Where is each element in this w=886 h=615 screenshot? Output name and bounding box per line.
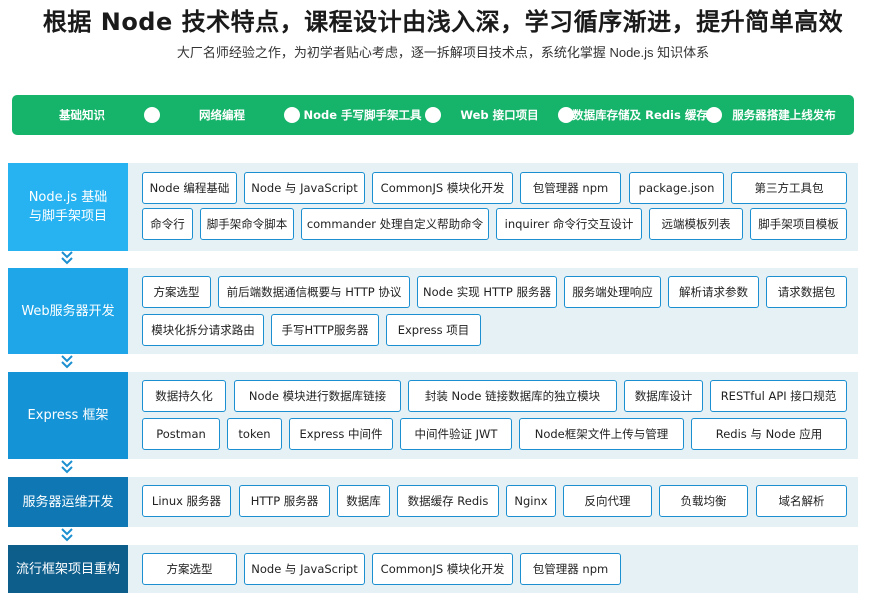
topic-chip[interactable]: CommonJS 模块化开发 (372, 172, 513, 204)
row-label: Express 框架 (8, 372, 128, 459)
topic-chip[interactable]: 前后端数据通信概要与 HTTP 协议 (218, 276, 410, 308)
topic-chip[interactable]: 域名解析 (756, 485, 847, 517)
topic-chip[interactable]: 第三方工具包 (731, 172, 847, 204)
topic-chip[interactable]: 包管理器 npm (520, 553, 621, 585)
topic-chip[interactable]: Linux 服务器 (142, 485, 231, 517)
topic-chip[interactable]: 方案选型 (142, 553, 237, 585)
course-step-bar: 基础知识 网络编程 Node 手写脚手架工具 Web 接口项目 数据库存储及 R… (12, 95, 854, 135)
topic-chip[interactable]: 数据库设计 (624, 380, 703, 412)
topic-chip[interactable]: token (227, 418, 282, 450)
row-topics-panel: 方案选型 Node 与 JavaScript CommonJS 模块化开发 包管… (128, 545, 858, 593)
chevron-down-icon (61, 251, 73, 265)
step-network[interactable]: 网络编程 (152, 95, 292, 135)
topic-chip[interactable]: 方案选型 (142, 276, 211, 308)
topic-chip[interactable]: 解析请求参数 (668, 276, 759, 308)
topic-chip[interactable]: 数据持久化 (142, 380, 226, 412)
topic-chip[interactable]: Node 模块进行数据库链接 (234, 380, 401, 412)
topic-chip[interactable]: Redis 与 Node 应用 (691, 418, 847, 450)
row-topics-panel: Linux 服务器 HTTP 服务器 数据库 数据缓存 Redis Nginx … (128, 477, 858, 527)
step-label: 网络编程 (199, 107, 245, 123)
topic-chip[interactable]: 数据库 (337, 485, 390, 517)
topic-chip[interactable]: CommonJS 模块化开发 (372, 553, 513, 585)
topic-chip[interactable]: 请求数据包 (766, 276, 847, 308)
topic-chip[interactable]: 服务端处理响应 (564, 276, 661, 308)
topic-chip[interactable]: 远端模板列表 (649, 208, 743, 240)
topic-chip[interactable]: Express 中间件 (289, 418, 393, 450)
step-web-api[interactable]: Web 接口项目 (433, 95, 566, 135)
step-deploy[interactable]: 服务器搭建上线发布 (714, 95, 854, 135)
row-label-line: Node.js 基础 (29, 188, 108, 207)
step-dot-icon (284, 107, 300, 123)
topic-chip[interactable]: 手写HTTP服务器 (271, 314, 379, 346)
topic-chip[interactable]: 脚手架项目模板 (750, 208, 847, 240)
chevron-down-icon (61, 355, 73, 369)
topic-chip[interactable]: Node 与 JavaScript (244, 553, 365, 585)
row-label-line: 与脚手架项目 (29, 207, 108, 226)
topic-chip[interactable]: HTTP 服务器 (239, 485, 330, 517)
step-dot-icon (425, 107, 441, 123)
topic-chip[interactable]: Postman (142, 418, 220, 450)
row-label: Web服务器开发 (8, 268, 128, 354)
topic-chip[interactable]: 负载均衡 (659, 485, 748, 517)
module-row-server-ops: 服务器运维开发 Linux 服务器 HTTP 服务器 数据库 数据缓存 Redi… (8, 477, 858, 527)
module-row-web-server: Web服务器开发 方案选型 前后端数据通信概要与 HTTP 协议 Node 实现… (8, 268, 858, 354)
step-label: 数据库存储及 Redis 缓存 (572, 107, 708, 123)
topic-chip[interactable]: commander 处理自定义帮助命令 (301, 208, 489, 240)
chevron-down-icon (61, 528, 73, 542)
row-topics-panel: 方案选型 前后端数据通信概要与 HTTP 协议 Node 实现 HTTP 服务器… (128, 268, 858, 354)
step-label: Web 接口项目 (460, 107, 538, 123)
step-basics[interactable]: 基础知识 (12, 95, 152, 135)
module-row-express: Express 框架 数据持久化 Node 模块进行数据库链接 封装 Node … (8, 372, 858, 459)
topic-chip[interactable]: 反向代理 (563, 485, 652, 517)
row-label: Node.js 基础与脚手架项目 (8, 163, 128, 251)
topic-chip[interactable]: package.json (629, 172, 724, 204)
topic-chip[interactable]: 模块化拆分请求路由 (142, 314, 264, 346)
topic-chip[interactable]: Node 与 JavaScript (244, 172, 365, 204)
step-label: Node 手写脚手架工具 (303, 107, 421, 123)
topic-chip[interactable]: Node 编程基础 (142, 172, 237, 204)
step-dot-icon (558, 107, 574, 123)
row-label-line: 流行框架项目重构 (16, 560, 120, 579)
topic-chip[interactable]: 命令行 (142, 208, 193, 240)
step-scaffold[interactable]: Node 手写脚手架工具 (292, 95, 433, 135)
topic-chip[interactable]: 数据缓存 Redis (397, 485, 499, 517)
step-dot-icon (144, 107, 160, 123)
page-title: 根据 Node 技术特点，课程设计由浅入深，学习循序渐进，提升简单高效 (0, 2, 886, 37)
step-database[interactable]: 数据库存储及 Redis 缓存 (566, 95, 714, 135)
topic-chip[interactable]: Nginx (506, 485, 556, 517)
row-topics-panel: Node 编程基础 Node 与 JavaScript CommonJS 模块化… (128, 163, 858, 251)
topic-chip[interactable]: Express 项目 (386, 314, 481, 346)
topic-chip[interactable]: 脚手架命令脚本 (200, 208, 294, 240)
row-label: 流行框架项目重构 (8, 545, 128, 593)
topic-chip[interactable]: Node框架文件上传与管理 (519, 418, 684, 450)
row-label-line: Web服务器开发 (21, 302, 114, 321)
topic-chip[interactable]: inquirer 命令行交互设计 (496, 208, 642, 240)
step-dot-icon (706, 107, 722, 123)
topic-chip[interactable]: 封装 Node 链接数据库的独立模块 (408, 380, 617, 412)
row-topics-panel: 数据持久化 Node 模块进行数据库链接 封装 Node 链接数据库的独立模块 … (128, 372, 858, 459)
step-label: 服务器搭建上线发布 (732, 107, 836, 123)
module-row-nodejs-basics: Node.js 基础与脚手架项目 Node 编程基础 Node 与 JavaSc… (8, 163, 858, 251)
topic-chip[interactable]: RESTful API 接口规范 (710, 380, 847, 412)
topic-chip[interactable]: 中间件验证 JWT (400, 418, 512, 450)
row-label-line: Express 框架 (28, 406, 109, 425)
row-label: 服务器运维开发 (8, 477, 128, 527)
module-row-framework-refactor: 流行框架项目重构 方案选型 Node 与 JavaScript CommonJS… (8, 545, 858, 593)
step-label: 基础知识 (59, 107, 105, 123)
page-subtitle: 大厂名师经验之作，为初学者贴心考虑，逐一拆解项目技术点，系统化掌握 Node.j… (0, 42, 886, 61)
chevron-down-icon (61, 460, 73, 474)
row-label-line: 服务器运维开发 (22, 493, 113, 512)
topic-chip[interactable]: Node 实现 HTTP 服务器 (417, 276, 557, 308)
topic-chip[interactable]: 包管理器 npm (520, 172, 621, 204)
